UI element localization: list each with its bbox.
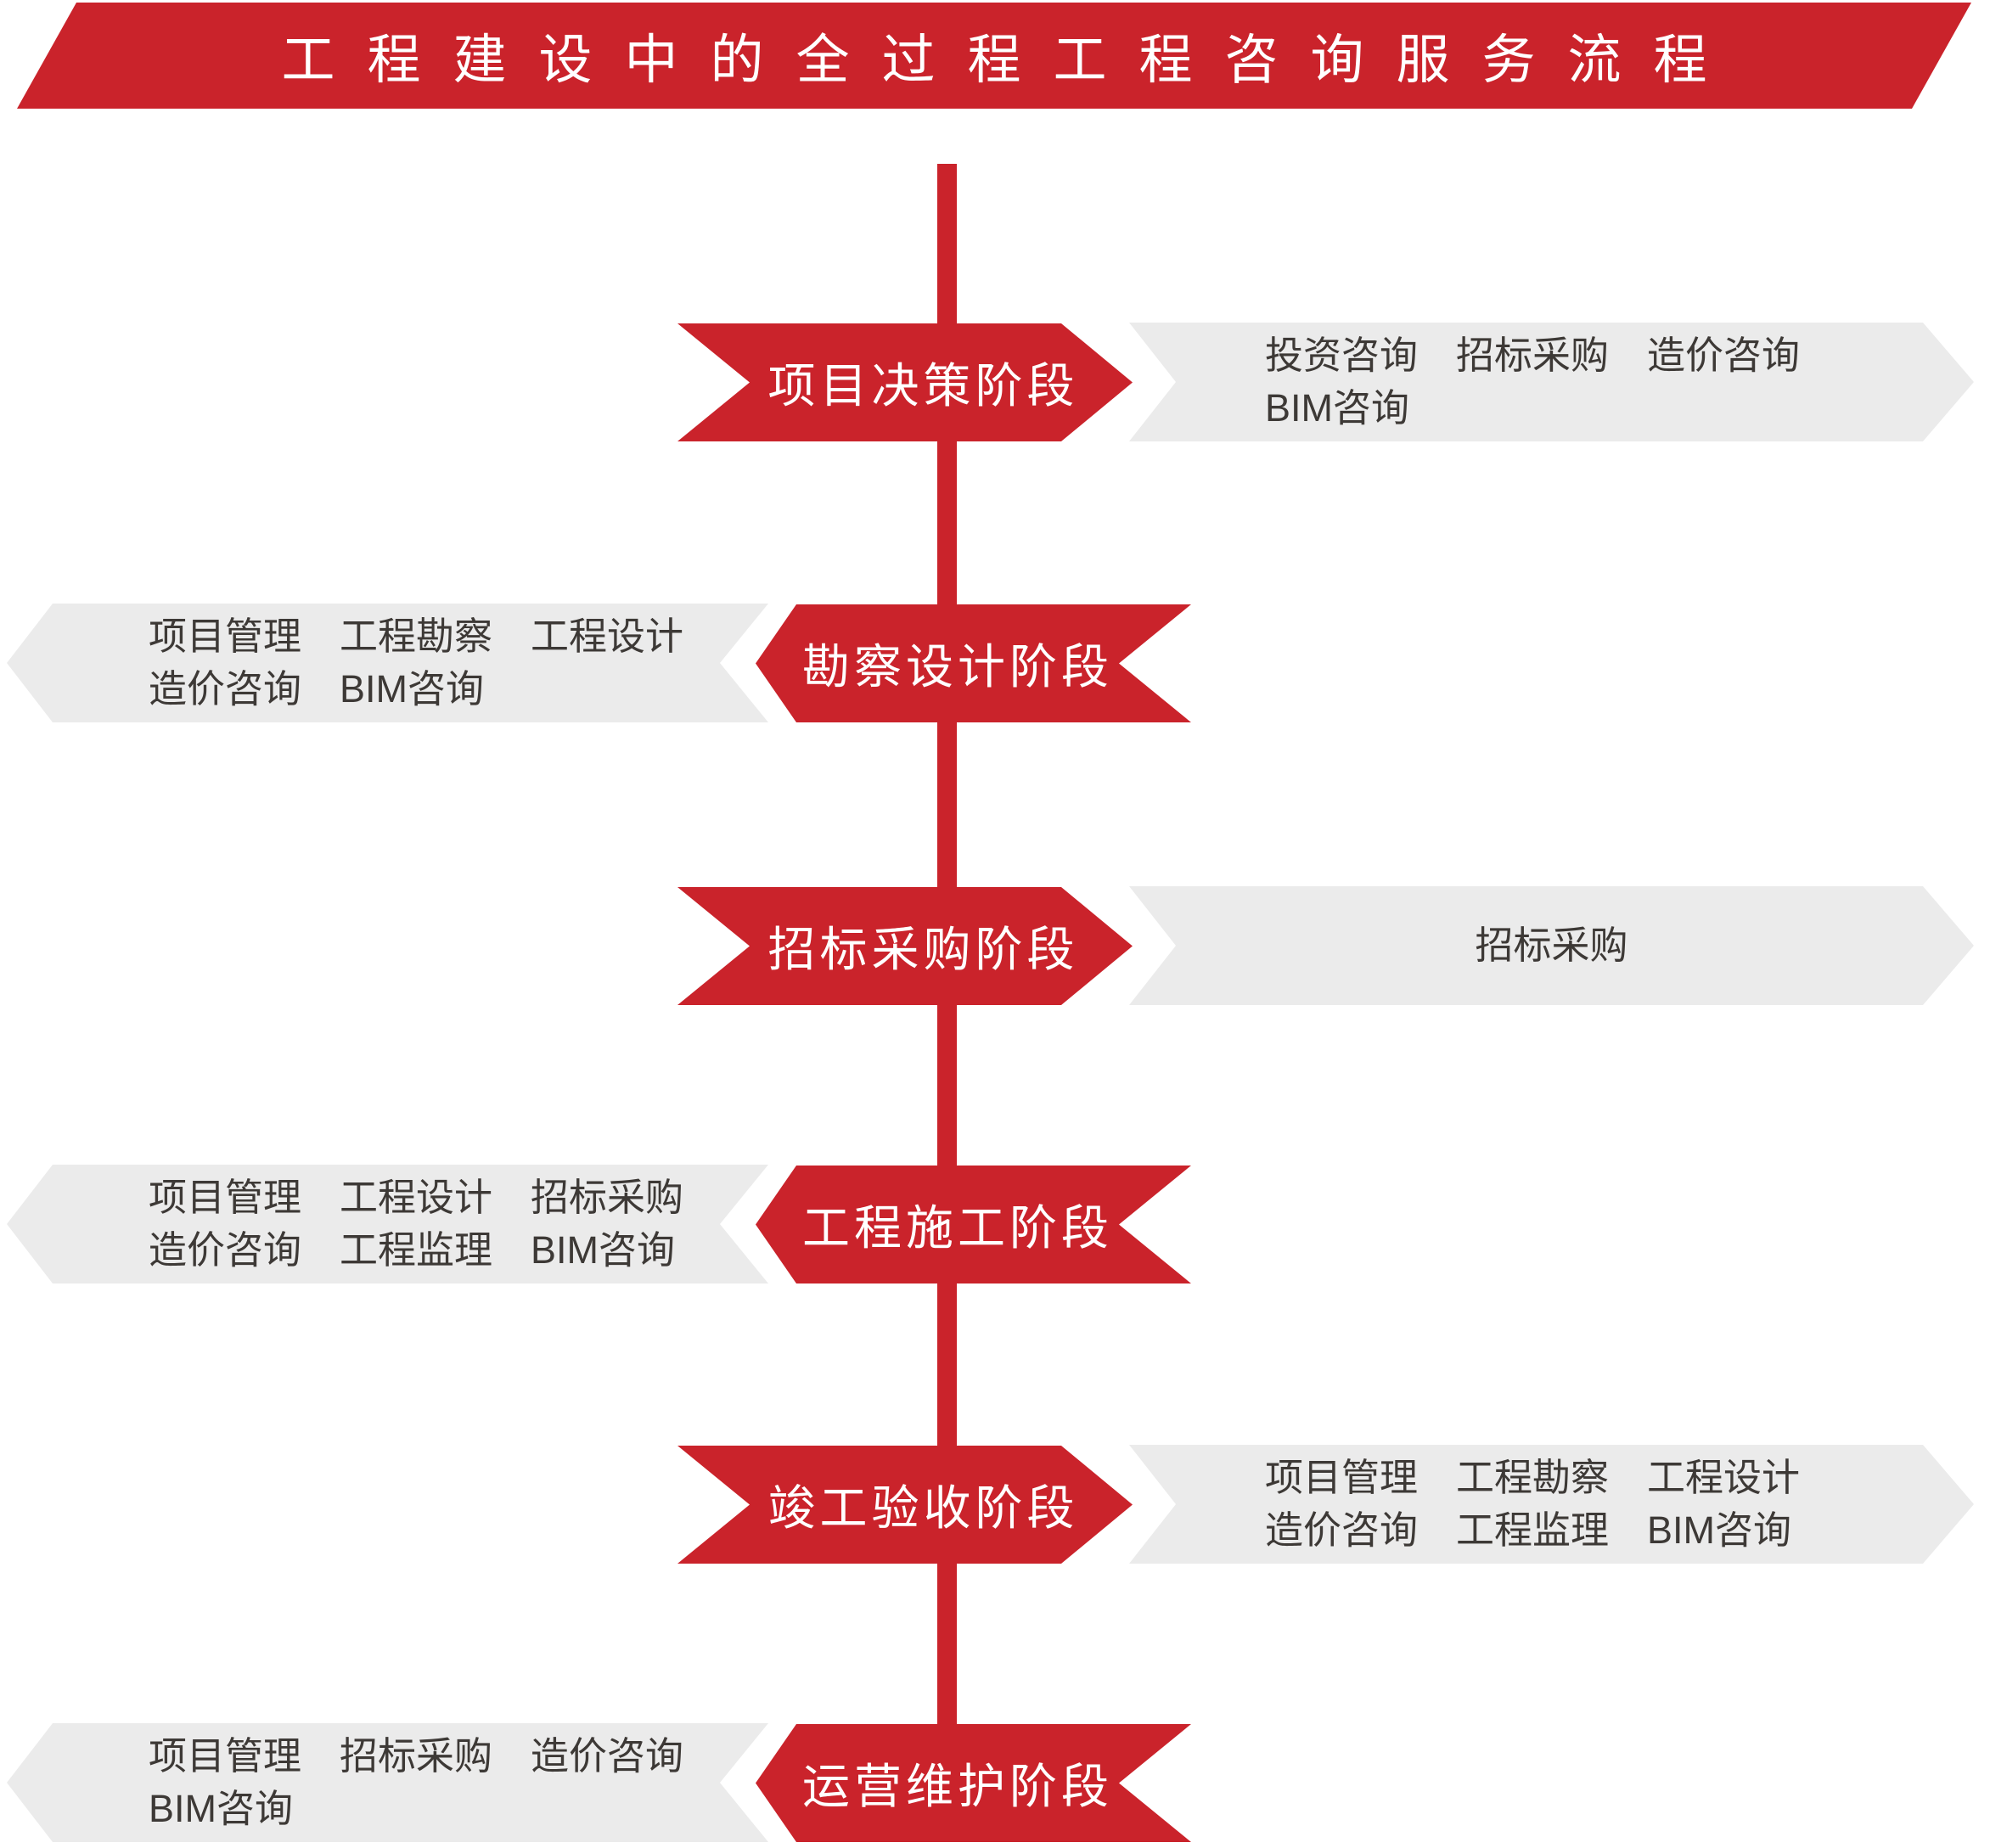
service-row: BIM咨询 xyxy=(1265,386,1410,430)
service-row: 造价咨询 工程监理 BIM咨询 xyxy=(1265,1508,1792,1552)
service-row: 造价咨询 工程监理 BIM咨询 xyxy=(149,1228,676,1272)
services-banner-bidding: 招标采购 xyxy=(1129,886,1974,1005)
stage-label: 招标采购阶段 xyxy=(767,923,1079,976)
stage-arrow-operation: 运营维护阶段 xyxy=(756,1724,1191,1842)
services-banner-construction: 项目管理 工程设计 招标采购 造价咨询 工程监理 BIM咨询 xyxy=(7,1165,768,1283)
service-row: 投资咨询 招标采购 造价咨询 xyxy=(1265,334,1801,377)
stage-arrow-bidding: 招标采购阶段 xyxy=(677,887,1133,1005)
service-row: 招标采购 xyxy=(1475,924,1628,967)
services-banner-completion: 项目管理 工程勘察 工程设计 造价咨询 工程监理 BIM咨询 xyxy=(1129,1445,1974,1564)
stage-arrow-completion: 竣工验收阶段 xyxy=(677,1446,1133,1564)
stage-arrow-construction: 工程施工阶段 xyxy=(756,1166,1191,1283)
stage-label: 勘察设计阶段 xyxy=(802,640,1113,694)
services-banner-operation: 项目管理 招标采购 造价咨询 BIM咨询 xyxy=(7,1723,768,1842)
service-row: 造价咨询 BIM咨询 xyxy=(149,667,485,711)
stage-arrow-decision: 项目决策阶段 xyxy=(677,323,1133,441)
service-row: 项目管理 工程勘察 工程设计 xyxy=(149,615,684,658)
service-row: 项目管理 工程勘察 工程设计 xyxy=(1265,1456,1801,1499)
stage-label: 竣工验收阶段 xyxy=(767,1481,1079,1535)
stage-label: 工程施工阶段 xyxy=(802,1201,1113,1255)
stage-label: 运营维护阶段 xyxy=(802,1760,1113,1813)
services-banner-decision: 投资咨询 招标采购 造价咨询 BIM咨询 xyxy=(1129,323,1974,441)
service-row: 项目管理 工程设计 招标采购 xyxy=(149,1176,684,1219)
service-row: 项目管理 招标采购 造价咨询 xyxy=(149,1734,684,1778)
stage-label: 项目决策阶段 xyxy=(767,359,1079,413)
title-banner: 工程建设中的全过程工程咨询服务流程 xyxy=(17,3,1971,109)
services-banner-survey-design: 项目管理 工程勘察 工程设计 造价咨询 BIM咨询 xyxy=(7,604,768,722)
stage-arrow-survey-design: 勘察设计阶段 xyxy=(756,604,1191,722)
service-row: BIM咨询 xyxy=(149,1787,294,1830)
page-title: 工程建设中的全过程工程咨询服务流程 xyxy=(281,31,1740,90)
